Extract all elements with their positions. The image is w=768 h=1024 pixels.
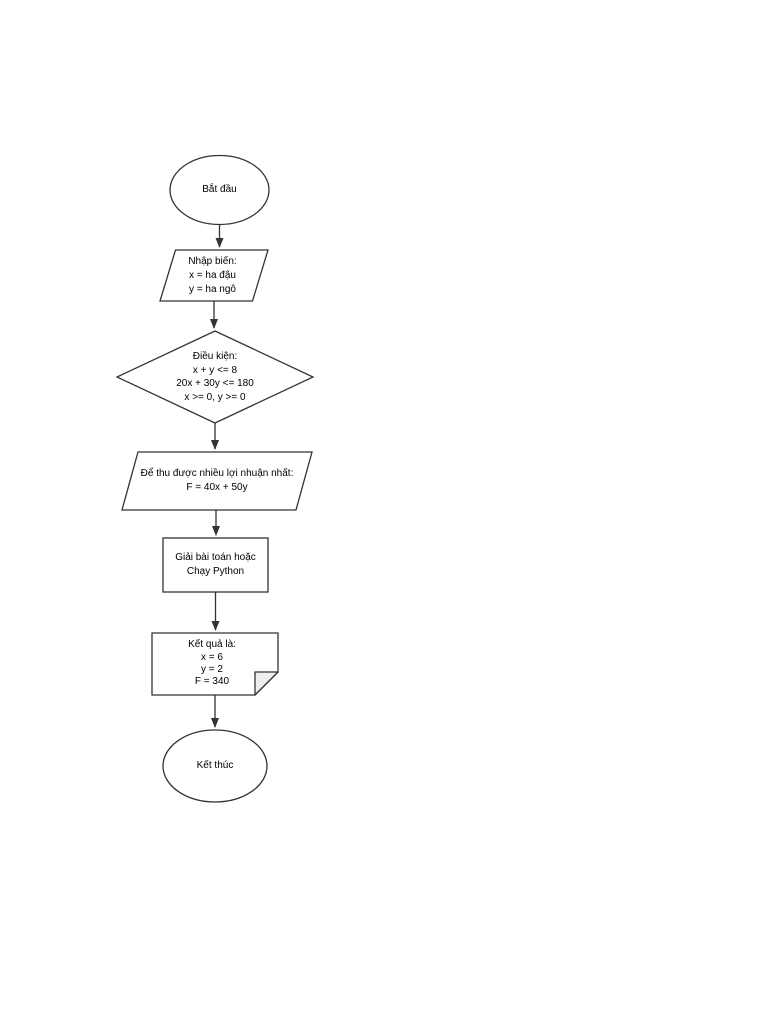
condition-diamond xyxy=(115,330,315,424)
start-ellipse xyxy=(169,154,270,226)
end-ellipse xyxy=(162,729,268,803)
input-parallelogram xyxy=(159,249,269,302)
result-document-folded-corner xyxy=(254,671,279,696)
objective-parallelogram xyxy=(121,451,313,511)
process-rectangle xyxy=(162,537,269,593)
